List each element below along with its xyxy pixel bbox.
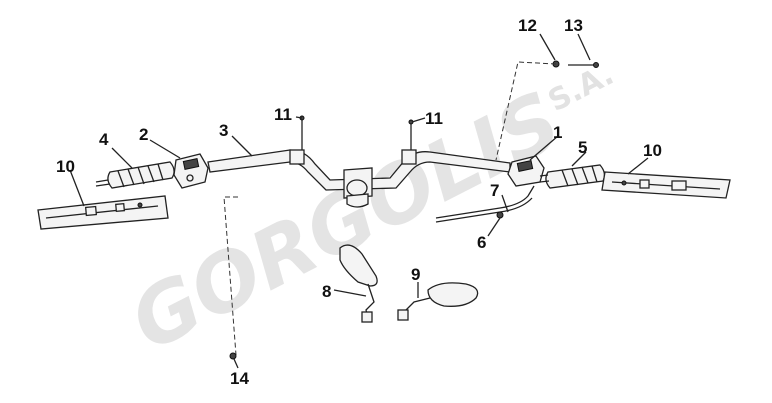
left-cable-panel xyxy=(37,195,169,230)
right-cable-panel xyxy=(601,171,731,199)
callout-1: 1 xyxy=(553,123,562,142)
watermark-brand: GORGOLIS xyxy=(116,74,575,369)
callout-14: 14 xyxy=(230,369,249,388)
callout-6: 6 xyxy=(477,233,486,252)
callout-9: 9 xyxy=(411,265,420,284)
leader-13 xyxy=(577,33,591,61)
nut-14 xyxy=(229,352,237,360)
callout-4: 4 xyxy=(99,130,109,149)
callout-10-left: 10 xyxy=(56,157,75,176)
callout-7: 7 xyxy=(490,181,499,200)
callout-11-right: 11 xyxy=(425,109,443,128)
callout-labels: 1 2 3 4 5 6 7 8 9 10 10 11 11 12 13 14 xyxy=(56,16,662,388)
leader-14 xyxy=(233,358,239,369)
callout-5: 5 xyxy=(578,138,587,157)
right-mirror xyxy=(397,282,479,321)
callout-8: 8 xyxy=(322,282,331,301)
leader-lines xyxy=(69,116,649,298)
callout-11-left: 11 xyxy=(274,105,292,124)
bolt-12-13 xyxy=(495,60,599,161)
throttle-cable xyxy=(435,185,535,223)
callout-10-right: 10 xyxy=(643,141,662,160)
left-switch-housing xyxy=(173,153,209,189)
callout-2: 2 xyxy=(139,125,148,144)
callout-12: 12 xyxy=(518,16,537,35)
callout-3: 3 xyxy=(219,121,228,140)
callout-13: 13 xyxy=(564,16,583,35)
left-grip xyxy=(95,161,175,189)
left-mirror xyxy=(339,244,378,323)
lead-line-14 xyxy=(223,196,238,356)
leader-12 xyxy=(539,33,556,61)
right-switch-housing xyxy=(507,155,545,187)
